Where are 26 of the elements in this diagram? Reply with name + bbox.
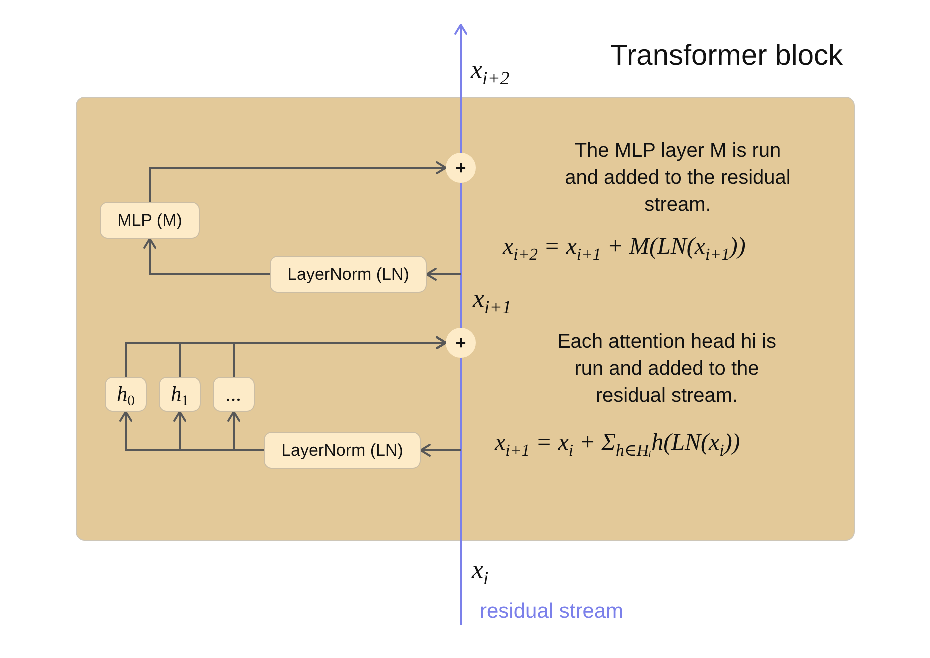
equation: x$_{i+2}$ = x$_{i+1}$ + M(LN(x$_{i+1}$)) [503,233,746,262]
arrow [420,444,461,457]
description-text: The MLP layer M is run and added to the residual stream. [564,139,792,218]
arrow [426,268,461,281]
connector-line [460,358,462,625]
arrow [144,238,270,276]
variable-label: x$_{i}$ [472,555,489,585]
layernorm-block: LayerNorm (LN) [270,256,427,293]
layernorm-block: LayerNorm (LN) [264,432,421,469]
variable-label: x$_{i+2}$ [471,55,510,85]
stream-label: residual stream [480,599,624,624]
attention-head-block: h$_{1}$ [159,377,201,412]
mlp-block: MLP (M) [100,202,200,239]
variable-label: x$_{i+1}$ [473,284,512,314]
add-circle: + [446,153,476,183]
add-circle: + [446,328,476,358]
equation: x$_{i+1}$ = x$_{i}$ + Σ$_{h∈Hᵢ}$h(LN(x$_{i}$)) [495,429,740,458]
arrow [228,411,264,452]
block-title: Transformer block [610,39,843,73]
attention-head-block: ... [213,377,255,412]
arrow [454,24,468,153]
description-text: Each attention head hi is run and added to the residual stream. [556,330,778,409]
arrow [149,162,447,202]
attention-head-block: h$_{0}$ [105,377,147,412]
connector-line [460,183,462,328]
arrow [233,336,447,377]
